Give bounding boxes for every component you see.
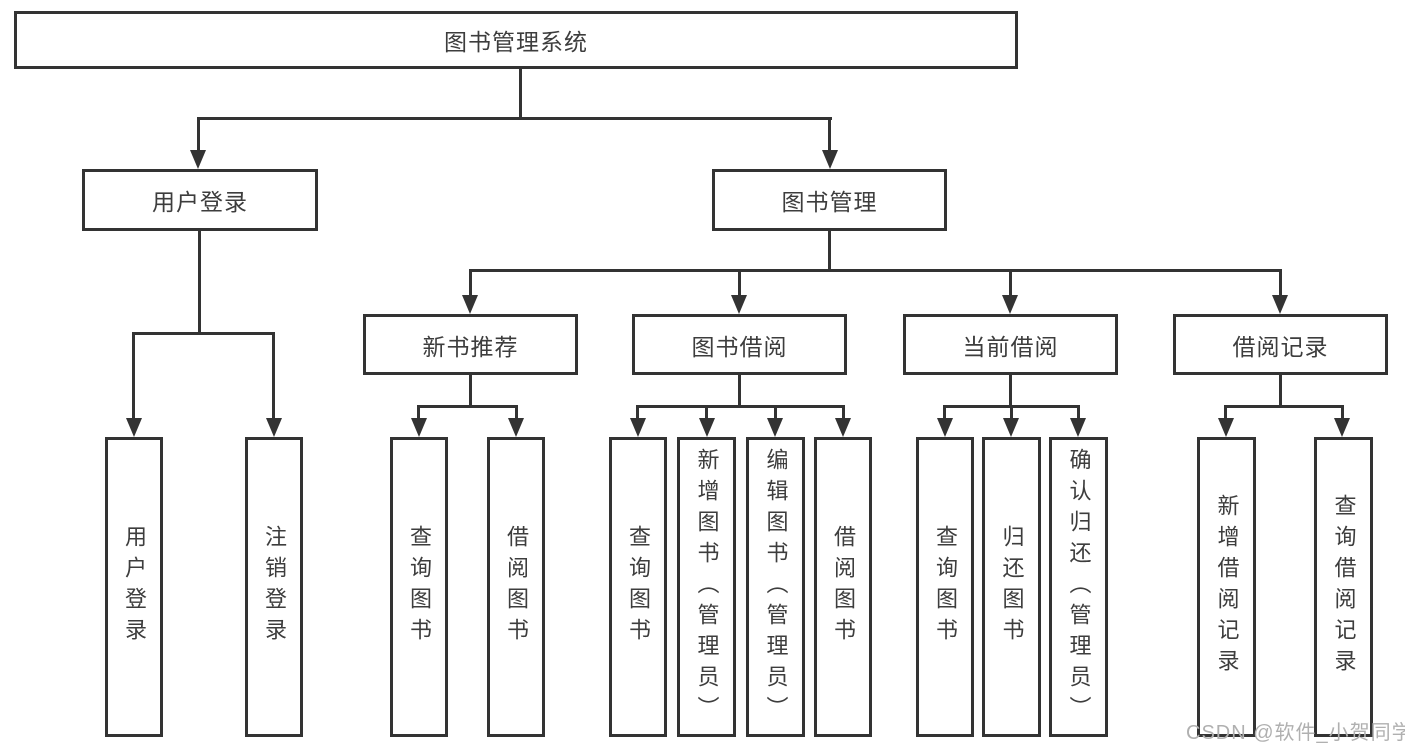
node-book-management: 图书管理 (712, 169, 947, 231)
connector-arrow (190, 150, 206, 169)
connector-line (738, 375, 741, 408)
connector-line (828, 231, 831, 272)
connector-arrow (630, 418, 646, 437)
connector-arrow (1272, 295, 1288, 314)
leaf-query-books-borrow: 查询图书 (609, 437, 667, 737)
connector-arrow (822, 150, 838, 169)
connector-line (272, 332, 275, 418)
connector-line (1077, 405, 1080, 419)
node-book-borrow-label: 图书借阅 (691, 333, 788, 360)
leaf-add-borrow-record: 新增借阅记录 (1197, 437, 1256, 737)
connector-arrow (1334, 418, 1350, 437)
leaf-query-books-current: 查询图书 (916, 437, 974, 737)
node-borrow-records-label: 借阅记录 (1232, 333, 1329, 360)
leaf-query-borrow-record-label: 查询借阅记录 (1331, 494, 1357, 680)
connector-arrow (699, 418, 715, 437)
connector-line (1341, 405, 1344, 419)
connector-line (1010, 405, 1013, 419)
leaf-logout-label: 注销登录 (262, 525, 287, 649)
connector-line (417, 405, 518, 408)
connector-line (469, 269, 472, 296)
connector-line (132, 332, 135, 418)
leaf-query-borrow-record: 查询借阅记录 (1314, 437, 1373, 737)
connector-arrow (1218, 418, 1234, 437)
leaf-confirm-return-admin: 确认归还（管理员） (1049, 437, 1108, 737)
connector-line (828, 117, 831, 150)
leaf-add-book-admin-label: 新增图书（管理员） (694, 447, 720, 727)
connector-arrow (731, 295, 747, 314)
leaf-query-books-borrow-label: 查询图书 (626, 525, 651, 649)
connector-line (417, 405, 420, 419)
connector-arrow (126, 418, 142, 437)
connector-line (774, 405, 777, 419)
connector-line (197, 117, 832, 120)
leaf-query-books-recommend: 查询图书 (390, 437, 448, 737)
connector-line (469, 269, 1282, 272)
connector-line (197, 117, 200, 150)
connector-line (738, 269, 741, 296)
connector-arrow (462, 295, 478, 314)
leaf-add-borrow-record-label: 新增借阅记录 (1214, 494, 1240, 680)
connector-arrow (266, 418, 282, 437)
node-library-system-label: 图书管理系统 (444, 29, 588, 55)
leaf-borrow-books-label: 借阅图书 (831, 525, 856, 649)
connector-arrow (937, 418, 953, 437)
node-user-login: 用户登录 (82, 169, 318, 231)
connector-line (1224, 405, 1227, 419)
watermark-text: CSDN @软件_小贺同学 (1186, 722, 1405, 744)
connector-line (469, 375, 472, 408)
leaf-borrow-books-recommend: 借阅图书 (487, 437, 545, 737)
connector-line (1279, 269, 1282, 296)
connector-line (515, 405, 518, 419)
node-book-management-label: 图书管理 (781, 189, 878, 215)
leaf-add-book-admin: 新增图书（管理员） (677, 437, 736, 737)
connector-line (943, 405, 946, 419)
leaf-borrow-books-recommend-label: 借阅图书 (504, 525, 529, 649)
leaf-return-book-label: 归还图书 (999, 525, 1025, 649)
connector-line (705, 405, 708, 419)
node-book-borrow: 图书借阅 (632, 314, 847, 375)
leaf-edit-book-admin: 编辑图书（管理员） (746, 437, 805, 737)
connector-line (1224, 405, 1344, 408)
node-user-login-label: 用户登录 (152, 189, 248, 215)
connector-arrow (1070, 418, 1086, 437)
connector-arrow (1002, 295, 1018, 314)
leaf-borrow-books: 借阅图书 (814, 437, 872, 737)
connector-arrow (1003, 418, 1019, 437)
connector-line (132, 332, 275, 335)
connector-arrow (835, 418, 851, 437)
connector-line (1009, 375, 1012, 408)
node-new-book-recommend: 新书推荐 (363, 314, 578, 375)
connector-line (1279, 375, 1282, 408)
connector-line (1009, 269, 1012, 296)
leaf-confirm-return-admin-label: 确认归还（管理员） (1066, 447, 1092, 727)
connector-arrow (411, 418, 427, 437)
node-current-borrow-label: 当前借阅 (962, 333, 1059, 360)
connector-line (636, 405, 639, 419)
connector-line (198, 231, 201, 335)
leaf-logout: 注销登录 (245, 437, 303, 737)
leaf-return-book: 归还图书 (982, 437, 1041, 737)
connector-arrow (508, 418, 524, 437)
connector-line (842, 405, 845, 419)
node-new-book-recommend-label: 新书推荐 (422, 333, 519, 360)
node-library-system: 图书管理系统 (14, 11, 1018, 69)
connector-arrow (767, 418, 783, 437)
leaf-user-login-label: 用户登录 (122, 525, 147, 649)
leaf-query-books-current-label: 查询图书 (933, 525, 958, 649)
leaf-user-login: 用户登录 (105, 437, 163, 737)
leaf-edit-book-admin-label: 编辑图书（管理员） (763, 447, 789, 727)
connector-line (519, 69, 522, 118)
leaf-query-books-recommend-label: 查询图书 (407, 525, 432, 649)
node-current-borrow: 当前借阅 (903, 314, 1118, 375)
node-borrow-records: 借阅记录 (1173, 314, 1388, 375)
connector-line (636, 405, 845, 408)
